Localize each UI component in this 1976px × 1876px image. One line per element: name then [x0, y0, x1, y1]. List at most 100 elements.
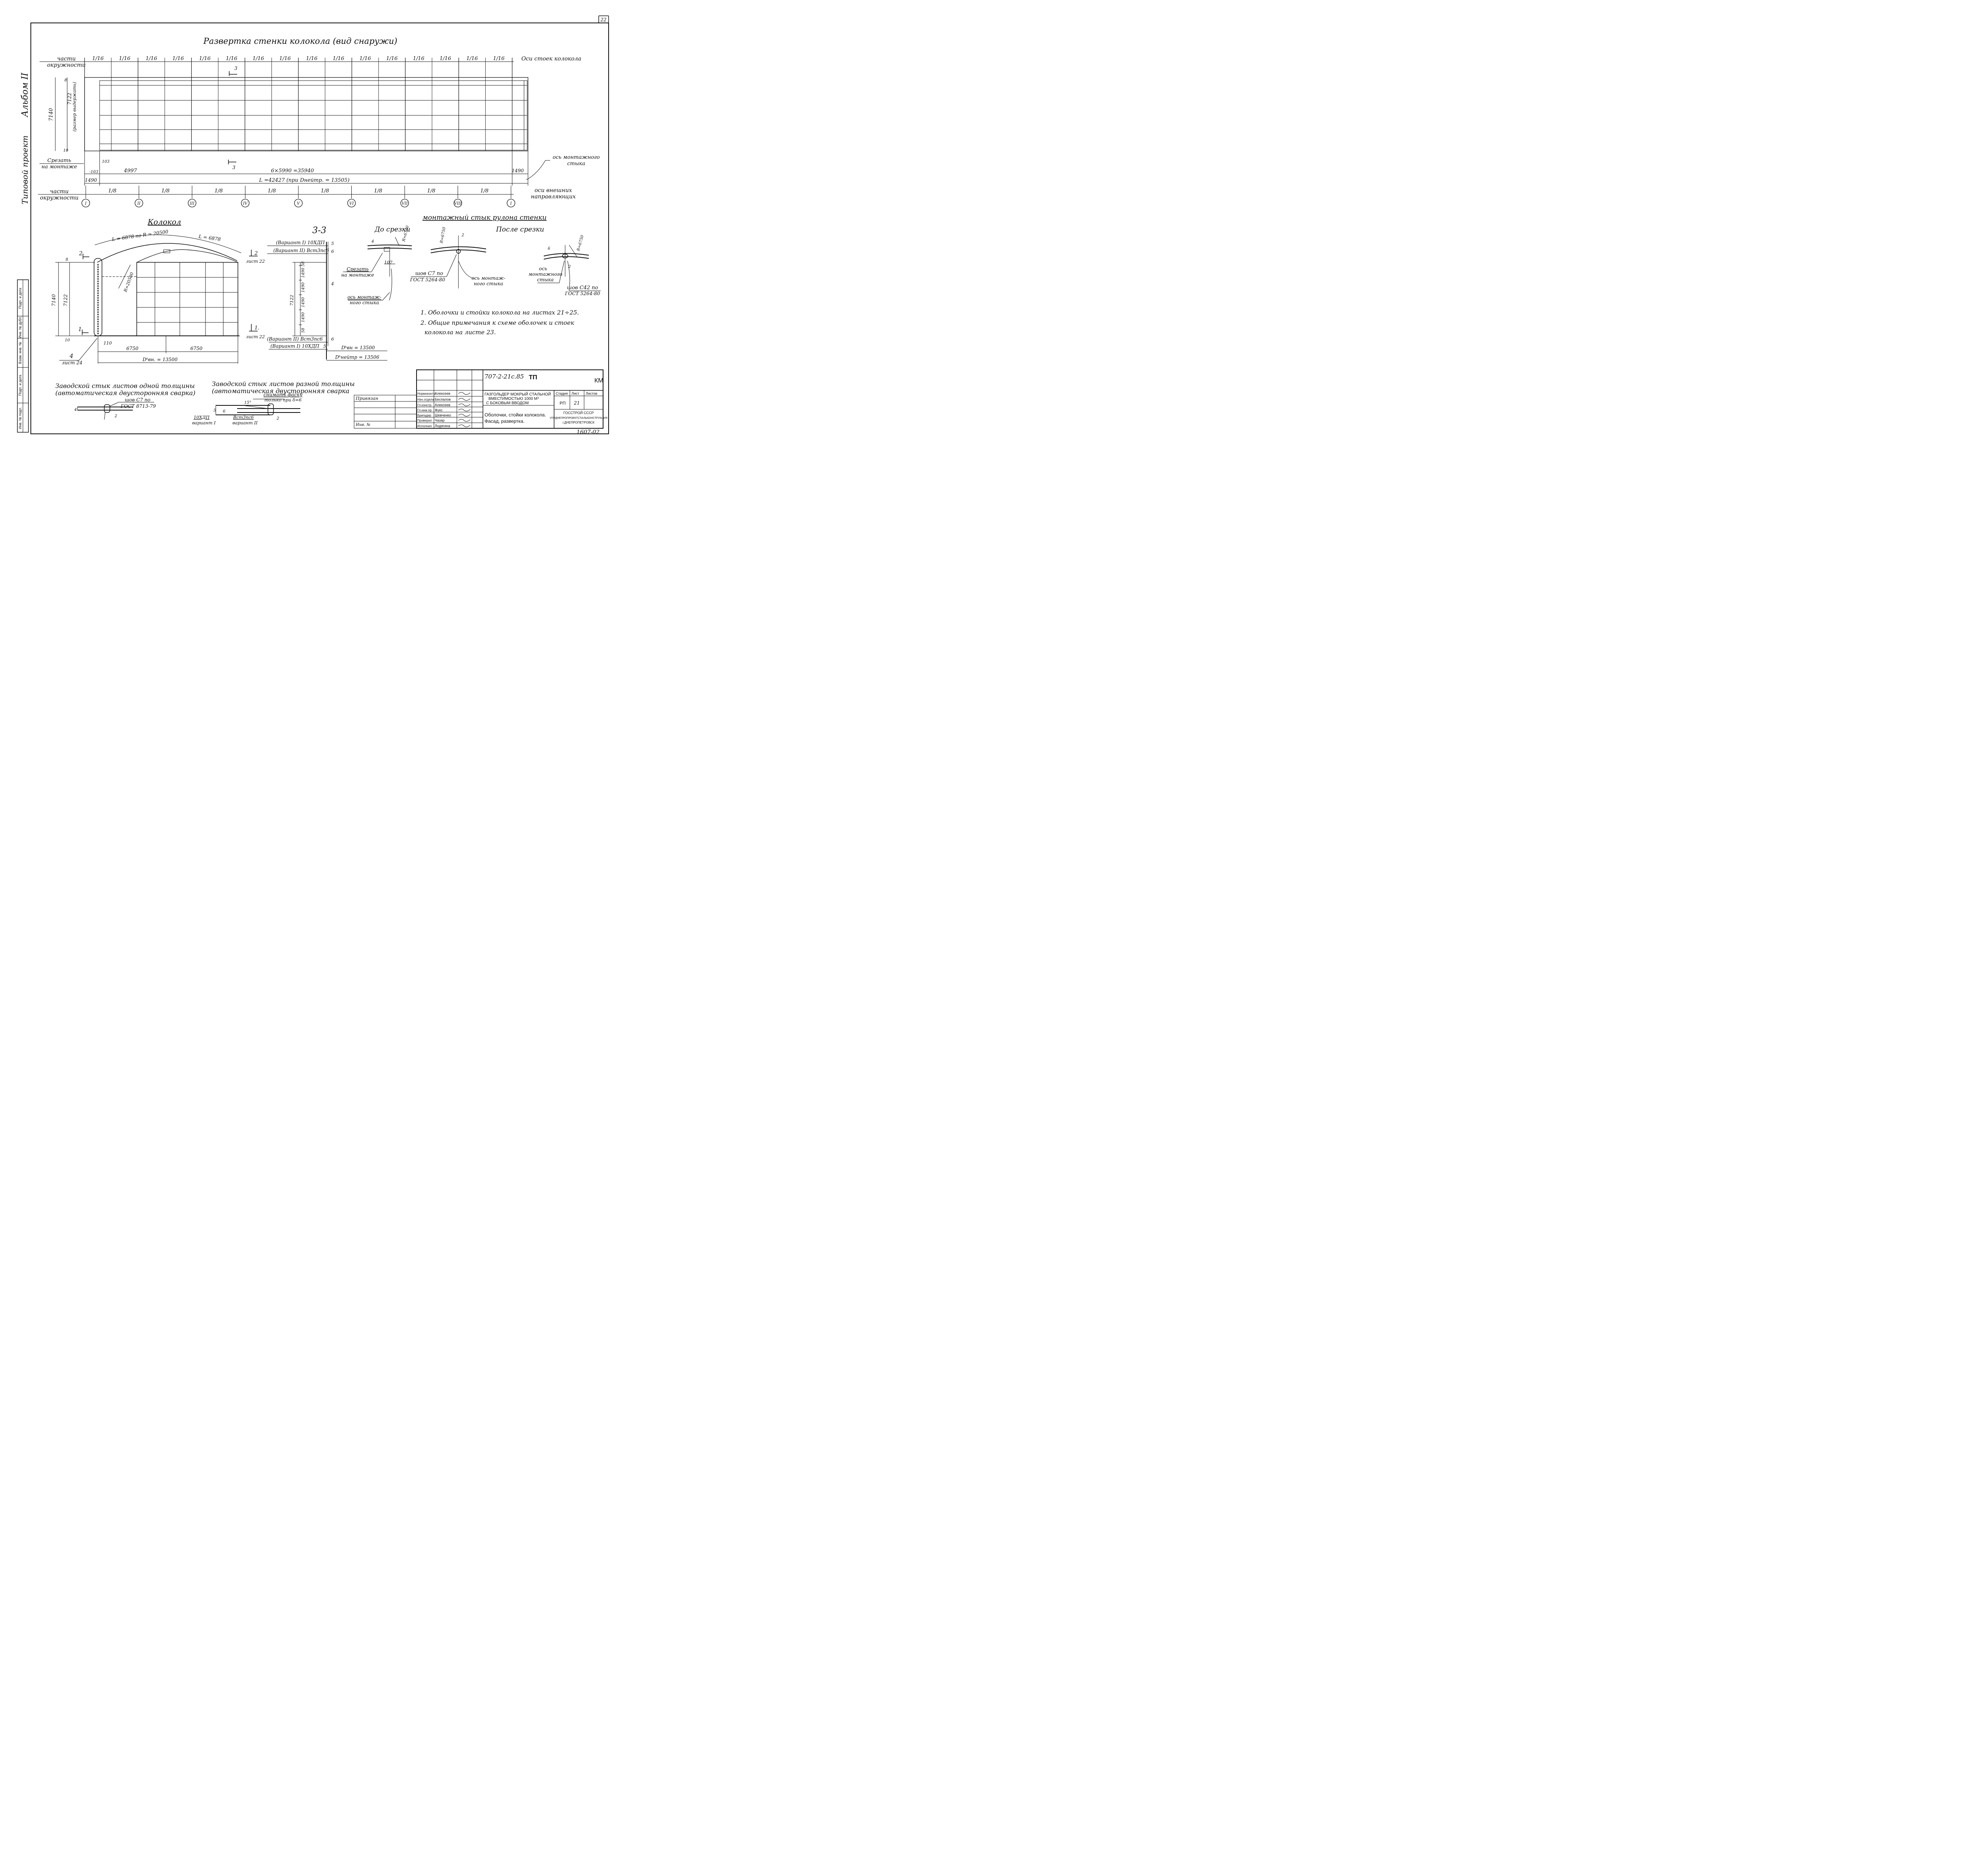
s33-dim: 1490: [301, 312, 305, 322]
dim-8: 8: [64, 78, 67, 83]
tb-sheet-title-1: Оболочки, стойки колокола.: [485, 412, 546, 418]
before-cut-detail: [367, 237, 412, 301]
section-mark-bottom: 3: [232, 165, 236, 170]
title-block: [416, 369, 603, 429]
guide-axis-label: VII: [402, 202, 408, 206]
section-mark-top: 3: [234, 66, 238, 71]
after1-seam-1: шов С7 по: [415, 271, 443, 277]
privyazan-inv: Инв. №: [355, 423, 370, 427]
s33-n4: 4: [331, 281, 334, 286]
tb-code: 707-2-21с.85: [485, 373, 524, 380]
d2-note-1: снимать фаску: [264, 392, 303, 397]
tb-name: Чазар: [435, 418, 445, 422]
tb-name: Беспалов: [435, 397, 451, 401]
dim-total: L =42427 (при Dнейтр. = 13505): [259, 177, 350, 183]
before-axis-1: ось монтаж-: [347, 294, 381, 300]
tb-sheet: 21: [573, 400, 580, 406]
stamp-podp-2: Подп. и дата: [18, 288, 22, 309]
kolokol-dim-6750-a: 6750: [126, 346, 139, 351]
dim-1490-right: 1490: [512, 168, 524, 173]
stamp-podp-1: Подп. и дата: [18, 375, 22, 396]
tb-tp: ТП: [529, 374, 537, 381]
privyazan-label: Привязан: [355, 396, 378, 401]
side-stamp: Инв. № подл. Подп. и дата Взам. инв. № И…: [17, 279, 29, 433]
s33-dim: 58: [301, 262, 305, 267]
guide-axis-label: IV: [243, 202, 248, 206]
top-fraction-label: 1/16: [199, 56, 211, 62]
tb-km: КМ: [594, 377, 603, 384]
after1-seam-2: ГОСТ 5264-80: [410, 277, 445, 283]
guide-axis-bubble: [134, 199, 143, 207]
tb-role: Нач.отдела: [417, 398, 434, 401]
after1-r: R=6750: [439, 226, 447, 244]
bottom-fraction-label: 1/8: [268, 188, 276, 194]
page-number: 22: [600, 17, 606, 23]
top-fraction-label: 1/16: [439, 56, 451, 62]
before-cut-2: на монтаже: [341, 272, 374, 278]
kolokol-elevation: [94, 234, 241, 336]
top-fraction-label: 1/16: [279, 56, 291, 62]
tb-signature: [458, 409, 471, 412]
bottom-fraction-label: 1/8: [215, 188, 223, 194]
top-fraction-label: 1/16: [145, 56, 157, 62]
s33-d-neutr: Dᵏнейтр = 13506: [335, 354, 379, 360]
after2-r: R=6750: [576, 234, 585, 252]
top-fraction-label: 1/16: [119, 56, 130, 62]
top-fraction-label: 1/16: [92, 56, 104, 62]
bottom-fraction-label: 1/8: [161, 188, 170, 194]
guide-axis-bubble: [347, 199, 356, 207]
after-cut-detail-1: [430, 235, 486, 288]
after2-seam-2: ГОСТ 5264-80: [565, 291, 600, 296]
tb-role: Гл.инж.пр.: [417, 409, 432, 412]
mount-before: До срезки: [374, 226, 410, 234]
d1-title-2: (автоматическая двусторонняя сварка): [55, 389, 195, 397]
d1-n2: 2: [114, 414, 117, 418]
after2-seam-1: шов С42 по: [567, 285, 598, 291]
dim-7122-note: (размер выдержать): [72, 82, 77, 132]
note-3: колокола на листе 23.: [424, 329, 496, 336]
dim-10: 10: [63, 149, 68, 153]
s33-dim-7122: 7122: [289, 295, 294, 306]
dim-103: 103: [102, 160, 109, 164]
guide-axis-bubble: [294, 199, 303, 207]
s33-var2-top: (Вариант II) Вст3пс6: [273, 248, 329, 253]
kolokol-dim-10: 10: [65, 338, 70, 343]
guide-axis-bubble: [188, 199, 196, 207]
note-1: 1. Оболочки и стойки колокола на листах …: [420, 309, 579, 316]
s33-n6b: 6: [331, 337, 334, 342]
tb-stage-h: Стадия: [556, 392, 568, 396]
dim-4997: 4997: [123, 168, 137, 174]
s33-n6: 6: [331, 249, 334, 254]
after1-axis-1: ось монтаж-: [471, 275, 505, 281]
tb-name: Алексеев: [435, 392, 451, 396]
kolokol-mark-1: 1: [78, 326, 82, 333]
inner-frame: [30, 23, 609, 434]
tb-stage: РП: [560, 401, 566, 406]
before-107: 107: [384, 260, 392, 265]
dim-7140: 7140: [48, 108, 54, 121]
d2-v1b: вариант I: [192, 420, 216, 426]
mount-after: После срезки: [496, 226, 544, 234]
guide-axis-label: I: [85, 202, 87, 206]
tb-name: Лодягина: [435, 424, 450, 428]
before-cut-1: Срезать: [347, 266, 369, 272]
d2-6: 6: [223, 409, 226, 414]
outer-axes-label-2: направляющих: [531, 194, 576, 200]
left-label-chasti-2: части: [50, 188, 68, 195]
d2-note-2: только при δ=6: [264, 397, 302, 403]
wall-development-panel: [84, 77, 528, 151]
drawing-sheet: 22 Альбом II Типовой проект Инв. № подл.…: [17, 15, 609, 435]
after-cut-detail-2: [543, 245, 589, 277]
left-label-okruzhnosti-2: окружности: [40, 195, 79, 201]
bottom-fraction-label: 1/8: [108, 188, 117, 194]
dim-span: 6×5990 =35940: [271, 168, 314, 174]
kolokol-title: Колокол: [147, 218, 181, 226]
tb-role: Исполнил: [417, 424, 432, 428]
kolokol-radius: R=20500: [123, 271, 135, 293]
tb-role: Нормоконтр.: [417, 392, 436, 396]
column-axis-ticks: [84, 58, 513, 151]
top-fraction-label: 1/16: [413, 56, 424, 62]
kolokol-arc2: L = 6878: [198, 234, 221, 242]
